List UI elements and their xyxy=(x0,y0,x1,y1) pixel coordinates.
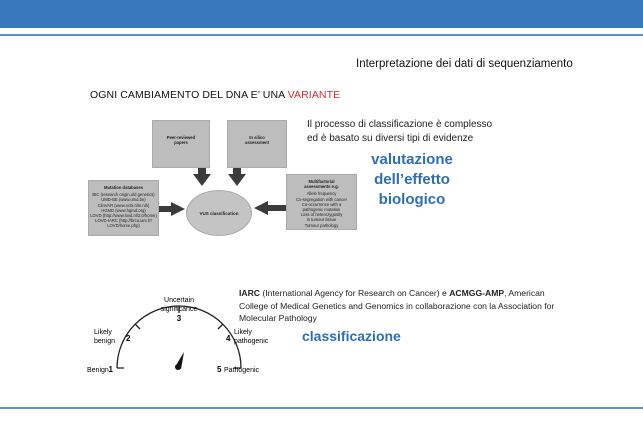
arrow-down-peer-icon xyxy=(193,174,211,186)
multifactorial-box: Multifactorial assessments e.g. Allele f… xyxy=(286,174,357,230)
peer-reviewed-title: Peer-reviewed papers xyxy=(166,135,196,146)
gauge-num-1: 1 xyxy=(109,365,114,374)
vus-classification-node: VUS classification xyxy=(186,190,252,236)
iarc-text1: (International Agency for Research on Ca… xyxy=(260,288,450,298)
headline-accent: VARIANTE xyxy=(287,89,341,101)
gauge-label-3b: significance xyxy=(161,306,198,313)
gauge-label-2a: Likely xyxy=(94,329,112,336)
gauge-num-5: 5 xyxy=(217,365,222,374)
mutation-db-title: Mutation databases xyxy=(103,185,144,190)
gauge-num-4: 4 xyxy=(226,334,231,343)
mutation-db-lines: BIC (research origin,old genetics) UMD-B… xyxy=(90,192,157,229)
mutation-db-box: Mutation databases BIC (research origin,… xyxy=(88,180,159,236)
gauge-label-4b: pathogenic xyxy=(234,338,269,345)
classificazione-heading: classificazione xyxy=(302,328,401,344)
arrow-stem-silico xyxy=(233,168,241,174)
classification-description: Il processo di classificazione è comples… xyxy=(307,119,493,144)
peer-reviewed-box: Peer-reviewed papers xyxy=(152,120,210,168)
gauge-label-2b: benign xyxy=(94,338,115,345)
multifactorial-title: Multifactorial assessments e.g. xyxy=(304,179,339,190)
valutazione-heading: valutazione dell’effetto biologico xyxy=(371,151,453,208)
in-silico-box: In silico assessment xyxy=(227,120,287,168)
gauge-label-1: Benign xyxy=(87,367,109,374)
acmg-bold: ACMGG-AMP xyxy=(449,288,505,298)
gauge-label-4a: Likely xyxy=(234,329,252,336)
top-divider xyxy=(0,34,643,36)
gauge-num-3: 3 xyxy=(177,314,182,323)
gauge-tick-4 xyxy=(217,323,224,330)
headline-prefix: OGNI CAMBIAMENTO DEL DNA E’ UNA xyxy=(90,89,288,101)
arrow-stem-mutation xyxy=(159,206,171,212)
gauge-num-2: 2 xyxy=(126,334,131,343)
gauge-label-5: Pathogenic xyxy=(224,367,260,374)
top-banner xyxy=(0,0,643,28)
iarc-acmg-text: IARC (International Agency for Research … xyxy=(239,287,569,325)
arrow-stem-multi xyxy=(268,205,286,211)
gauge-hub-icon xyxy=(175,364,181,370)
arrow-stem-peer xyxy=(198,168,206,174)
arrow-left-multi-icon xyxy=(254,201,268,215)
iarc-text2: , American College of Medical Genetics a… xyxy=(239,288,555,323)
gauge-tick-2 xyxy=(134,323,141,330)
gauge-label-3a: Uncertain xyxy=(164,297,194,304)
arrow-right-mutation-icon xyxy=(171,202,185,216)
bottom-divider xyxy=(0,407,643,409)
in-silico-title: In silico assessment xyxy=(245,135,269,146)
headline: OGNI CAMBIAMENTO DEL DNA E’ UNA VARIANTE xyxy=(90,89,340,101)
arrow-down-silico-icon xyxy=(228,174,246,186)
multifactorial-lines: Allele frequency Co-segregation with can… xyxy=(296,191,347,228)
iarc-bold: IARC xyxy=(239,288,261,298)
classification-gauge: 1 Benign 2 Likely benign 3 Uncertain sig… xyxy=(87,297,269,374)
slide-header: Interpretazione dei dati di sequenziamen… xyxy=(356,58,573,70)
